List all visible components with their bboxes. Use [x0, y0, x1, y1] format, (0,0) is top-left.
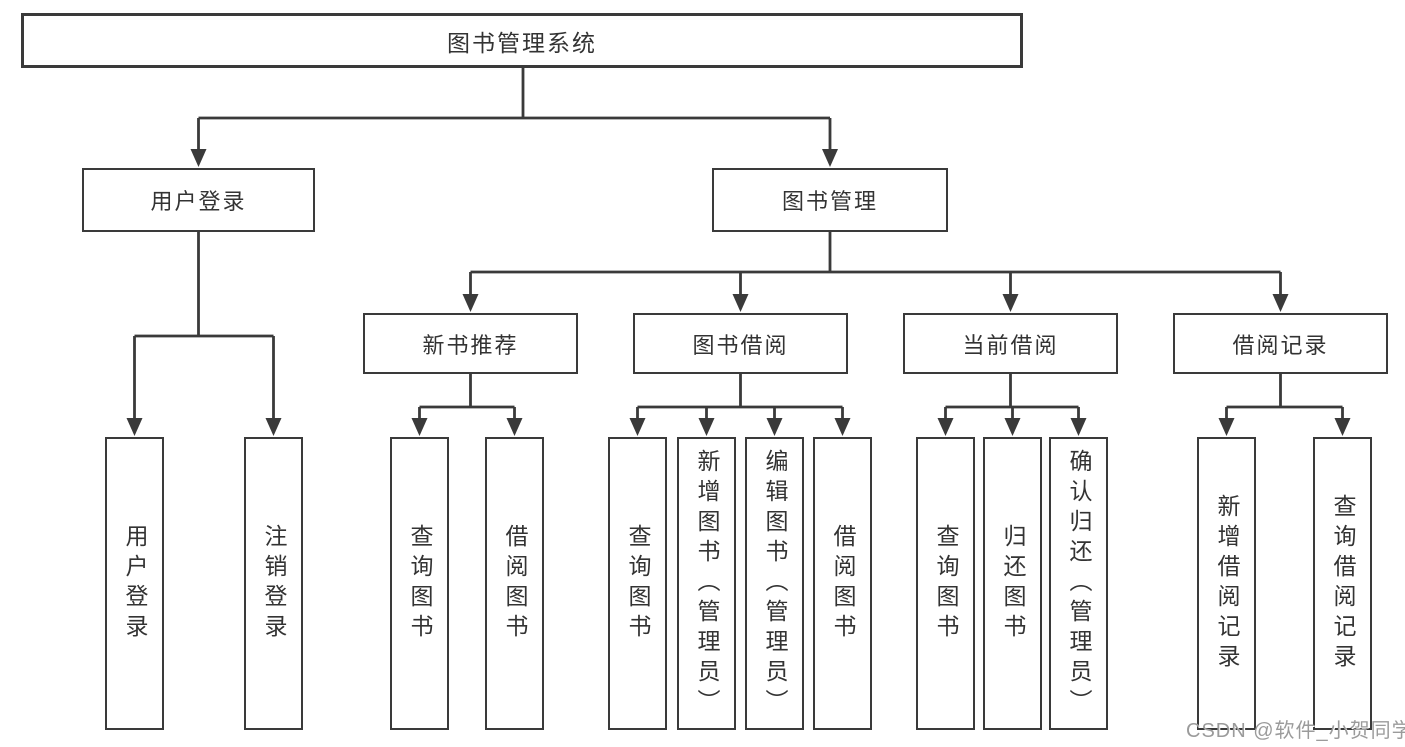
node-new-book-recommend: 新书推荐: [363, 313, 578, 374]
leaf-borrow-borrow-book: 借阅图书: [813, 437, 872, 730]
leaf-current-confirm-return: 确认归还（管理员）: [1049, 437, 1108, 730]
node-user-login: 用户登录: [82, 168, 315, 232]
leaf-logout: 注销登录: [244, 437, 303, 730]
node-borrow-records: 借阅记录: [1173, 313, 1388, 374]
node-library-management-system: 图书管理系统: [21, 13, 1023, 68]
leaf-borrow-add-book: 新增图书（管理员）: [677, 437, 736, 730]
node-book-management: 图书管理: [712, 168, 948, 232]
edges-new-book-recommend: [411, 374, 523, 436]
edges-root: [190, 68, 838, 167]
leaf-current-query-book: 查询图书: [916, 437, 975, 730]
leaf-current-return-book: 归还图书: [983, 437, 1042, 730]
leaf-records-query-record: 查询借阅记录: [1313, 437, 1372, 730]
leaf-newrec-query-book: 查询图书: [390, 437, 449, 730]
leaf-user-login: 用户登录: [105, 437, 164, 730]
edges-book-management: [462, 232, 1289, 312]
node-book-borrow: 图书借阅: [633, 313, 848, 374]
edges-borrow-records: [1218, 374, 1351, 436]
node-current-borrow: 当前借阅: [903, 313, 1118, 374]
leaf-borrow-query-book: 查询图书: [608, 437, 667, 730]
leaf-newrec-borrow-book: 借阅图书: [485, 437, 544, 730]
csdn-watermark: CSDN @软件_小贺同学: [1186, 720, 1405, 742]
leaf-borrow-edit-book: 编辑图书（管理员）: [745, 437, 804, 730]
edges-current-borrow: [937, 374, 1087, 436]
edges-user-login: [126, 232, 282, 436]
leaf-records-add-record: 新增借阅记录: [1197, 437, 1256, 730]
edges-book-borrow: [629, 374, 851, 436]
